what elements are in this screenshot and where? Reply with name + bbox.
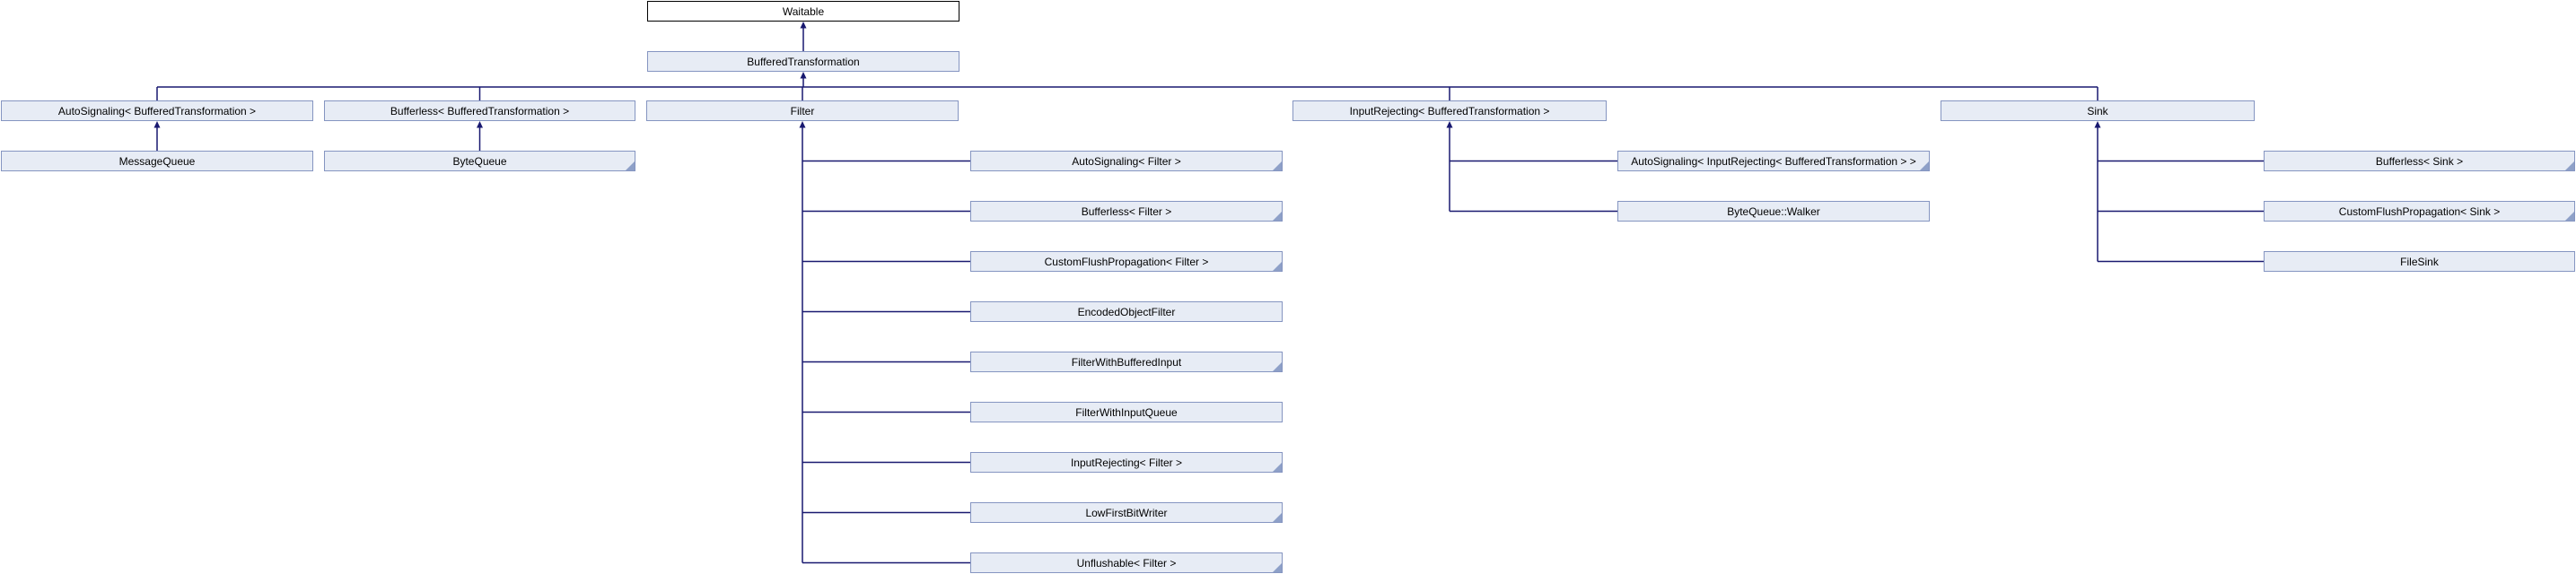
class-node-label: Waitable xyxy=(782,4,825,18)
class-node-label: AutoSignaling< InputRejecting< BufferedT… xyxy=(1631,154,1916,168)
class-node-filterwithinputqueue[interactable]: FilterWithInputQueue xyxy=(970,402,1283,422)
class-node-bytequeue[interactable]: ByteQueue xyxy=(324,151,635,171)
class-node-customflushpropagation-sink[interactable]: CustomFlushPropagation< Sink > xyxy=(2264,201,2575,222)
class-node-unflushable-filter[interactable]: Unflushable< Filter > xyxy=(970,552,1283,573)
class-node-filterwithbufferedinput[interactable]: FilterWithBufferedInput xyxy=(970,352,1283,372)
class-node-encodedobjectfilter[interactable]: EncodedObjectFilter xyxy=(970,301,1283,322)
class-node-inputrejecting-bufferedtransformation[interactable]: InputRejecting< BufferedTransformation > xyxy=(1292,100,1607,121)
class-node-label: FilterWithBufferedInput xyxy=(1071,355,1182,369)
class-node-label: Bufferless< Sink > xyxy=(2375,154,2464,168)
class-node-bufferless-sink[interactable]: Bufferless< Sink > xyxy=(2264,151,2575,171)
class-node-label: Bufferless< Filter > xyxy=(1081,204,1172,218)
class-node-label: EncodedObjectFilter xyxy=(1077,305,1176,318)
class-node-label: BufferedTransformation xyxy=(747,55,860,68)
class-node-filesink[interactable]: FileSink xyxy=(2264,251,2575,272)
class-node-label: CustomFlushPropagation< Filter > xyxy=(1044,255,1209,268)
arrowhead-icon xyxy=(153,121,161,128)
class-node-buffered-transformation[interactable]: BufferedTransformation xyxy=(647,51,959,72)
arrowhead-icon xyxy=(2094,121,2101,128)
class-node-label: Bufferless< BufferedTransformation > xyxy=(390,104,570,117)
class-node-label: Sink xyxy=(2087,104,2108,117)
fold-corner-icon xyxy=(1920,161,1929,170)
class-node-label: InputRejecting< Filter > xyxy=(1070,456,1183,469)
class-node-customflushpropagation-filter[interactable]: CustomFlushPropagation< Filter > xyxy=(970,251,1283,272)
arrowhead-icon xyxy=(799,121,806,128)
fold-corner-icon xyxy=(1273,563,1282,572)
class-node-label: Filter xyxy=(790,104,815,117)
class-node-autosignaling-filter[interactable]: AutoSignaling< Filter > xyxy=(970,151,1283,171)
class-node-label: CustomFlushPropagation< Sink > xyxy=(2338,204,2501,218)
fold-corner-icon xyxy=(1273,463,1282,472)
fold-corner-icon xyxy=(626,161,635,170)
class-node-filter[interactable]: Filter xyxy=(646,100,959,121)
class-node-bytequeue-walker[interactable]: ByteQueue::Walker xyxy=(1617,201,1930,222)
class-node-label: Unflushable< Filter > xyxy=(1076,556,1177,570)
class-node-bufferless-filter[interactable]: Bufferless< Filter > xyxy=(970,201,1283,222)
fold-corner-icon xyxy=(1273,262,1282,271)
class-node-label: ByteQueue xyxy=(452,154,507,168)
class-node-label: AutoSignaling< BufferedTransformation > xyxy=(57,104,257,117)
arrowhead-icon xyxy=(800,22,807,29)
class-node-label: FileSink xyxy=(2400,255,2439,268)
class-node-bufferless-bufferedtransformation[interactable]: Bufferless< BufferedTransformation > xyxy=(324,100,635,121)
class-node-messagequeue[interactable]: MessageQueue xyxy=(1,151,313,171)
fold-corner-icon xyxy=(1273,362,1282,371)
class-node-label: LowFirstBitWriter xyxy=(1085,506,1168,519)
fold-corner-icon xyxy=(2565,212,2574,221)
fold-corner-icon xyxy=(1273,212,1282,221)
class-node-lowfirstbitwriter[interactable]: LowFirstBitWriter xyxy=(970,502,1283,523)
class-node-label: MessageQueue xyxy=(118,154,196,168)
class-node-waitable: Waitable xyxy=(647,1,959,22)
class-node-autosignaling-inputrejecting-bufferedtransformation[interactable]: AutoSignaling< InputRejecting< BufferedT… xyxy=(1617,151,1930,171)
class-node-label: ByteQueue::Walker xyxy=(1727,204,1820,218)
class-node-autosignaling-bufferedtransformation[interactable]: AutoSignaling< BufferedTransformation > xyxy=(1,100,313,121)
arrowhead-icon xyxy=(477,121,483,128)
fold-corner-icon xyxy=(2565,161,2574,170)
fold-corner-icon xyxy=(1273,513,1282,522)
arrowhead-icon xyxy=(1446,121,1453,128)
arrowhead-icon xyxy=(800,72,807,79)
class-node-label: FilterWithInputQueue xyxy=(1075,405,1178,419)
fold-corner-icon xyxy=(1273,161,1282,170)
class-node-sink[interactable]: Sink xyxy=(1941,100,2255,121)
class-node-inputrejecting-filter[interactable]: InputRejecting< Filter > xyxy=(970,452,1283,473)
class-node-label: InputRejecting< BufferedTransformation > xyxy=(1349,104,1550,117)
class-node-label: AutoSignaling< Filter > xyxy=(1072,154,1181,168)
